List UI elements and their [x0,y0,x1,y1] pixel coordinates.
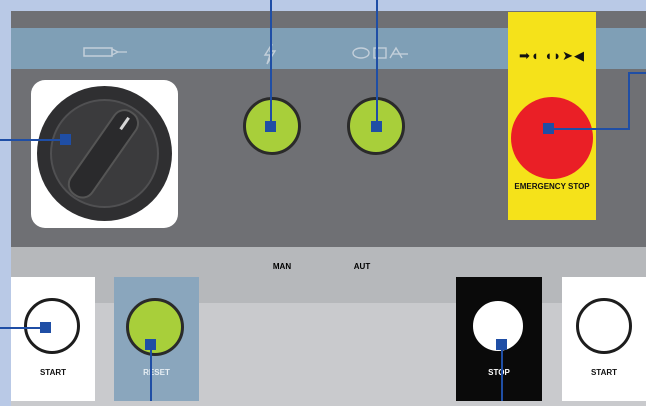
callout-line-stop [501,343,503,401]
callout-marker-man [265,121,276,132]
callout-marker-selector [60,134,71,145]
callout-marker-estop [543,123,554,134]
callout-marker-stop [496,339,507,350]
callout-line-aut [376,0,378,126]
aut-label: AUT [342,262,382,271]
start-button-left[interactable] [24,298,80,354]
start-button-right[interactable] [576,298,632,354]
stop-label: STOP [456,368,542,377]
callout-line-man [270,0,272,126]
start-label-left: START [11,368,95,377]
emergency-symbols-icon: ➡◖ ◖◗➤◀ [508,48,596,64]
lower-strip [11,247,646,406]
emergency-stop-label: EMERGENCY STOP [508,181,596,192]
callout-marker-start [40,322,51,333]
callout-line-reset [150,343,152,401]
callout-line-selector [0,139,65,141]
callout-marker-reset [145,339,156,350]
motor-icon [82,45,130,62]
emergency-stop-button[interactable] [511,97,593,179]
man-label: MAN [262,262,302,271]
lower-band [11,303,646,406]
pump-icon [352,45,410,64]
reset-label: RESET [114,368,199,377]
callout-line-estop [548,128,630,130]
callout-line-start [0,327,45,329]
callout-line-estop-h [628,72,646,74]
callout-line-estop-v [628,72,630,130]
start-label-right: START [562,368,646,377]
selector-handle[interactable] [37,86,172,221]
callout-marker-aut [371,121,382,132]
